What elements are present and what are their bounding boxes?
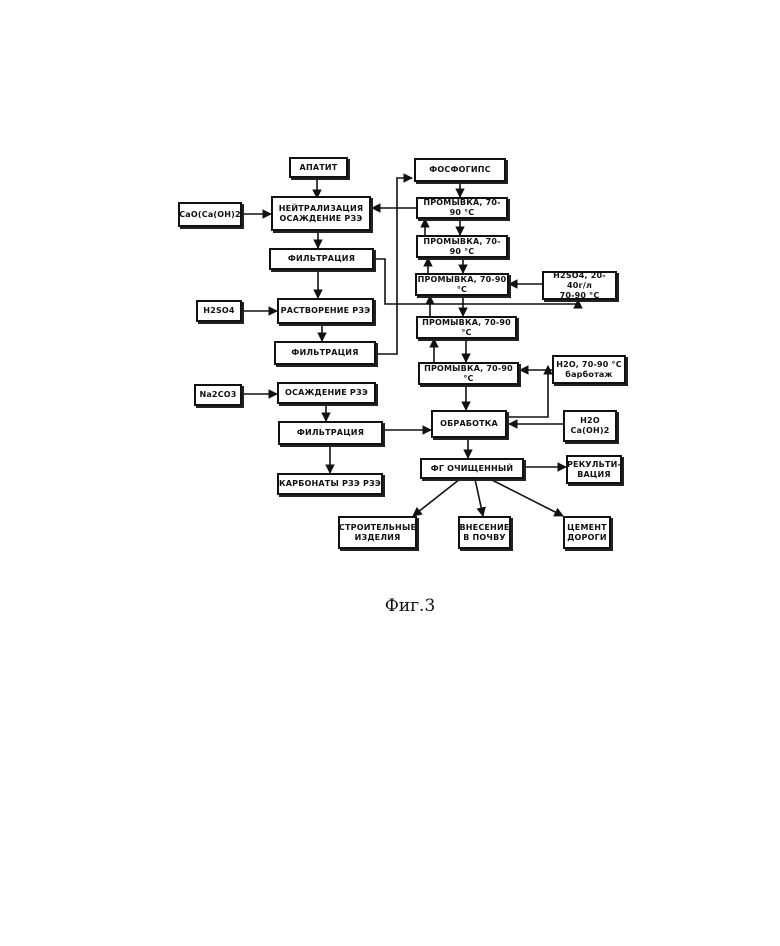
label-h2o-barbotazh: H2O, 70-90 °С барботаж [556,360,622,380]
box-apatit: АПАТИТ [289,157,348,178]
label-stroitelnye: СТРОИТЕЛЬНЫЕ ИЗДЕЛИЯ [339,523,416,543]
figure-caption: Фиг.3 [360,596,460,616]
box-neutralization: НЕЙТРАЛИЗАЦИЯ ОСАЖДЕНИЕ РЗЭ [271,196,371,231]
box-vnesenie: ВНЕСЕНИЕ В ПОЧВУ [458,516,511,549]
box-obrabotka: ОБРАБОТКА [431,410,507,438]
box-rekultivaciya: РЕКУЛЬТИ- ВАЦИЯ [566,455,622,484]
label-cement: ЦЕМЕНТ ДОРОГИ [567,523,607,543]
box-h2so4-left: H2SO4 [196,300,242,322]
label-osazhdenie: ОСАЖДЕНИЕ РЗЭ [285,388,368,398]
label-rekultivaciya: РЕКУЛЬТИ- ВАЦИЯ [567,460,621,480]
box-karbonaty: КАРБОНАТЫ РЗЭ РЗЭ [277,473,383,495]
label-obrabotka: ОБРАБОТКА [440,419,498,429]
box-filtration-3: ФИЛЬТРАЦИЯ [278,421,383,445]
label-vnesenie: ВНЕСЕНИЕ В ПОЧВУ [459,523,509,543]
box-cao: CaO(Ca(OH)2 [178,202,242,227]
label-promyvka-5: ПРОМЫВКА, 70-90 °С [420,364,517,384]
box-osazhdenie: ОСАЖДЕНИЕ РЗЭ [277,382,376,404]
label-apatit: АПАТИТ [300,163,338,173]
label-h2so4-right: H2SO4, 20-40г/л 70-90 °С [544,271,615,301]
label-na2co3: Na2CO3 [199,390,236,400]
label-filtration-1: ФИЛЬТРАЦИЯ [288,254,355,264]
box-rastvorenie: РАСТВОРЕНИЕ РЗЭ [277,298,374,324]
label-cao: CaO(Ca(OH)2 [179,210,241,220]
label-h2so4-left: H2SO4 [203,306,234,316]
label-rastvorenie: РАСТВОРЕНИЕ РЗЭ [281,306,371,316]
box-promyvka-2: ПРОМЫВКА, 70-90 °С [416,235,508,258]
label-fg-clean: ФГ ОЧИЩЕННЫЙ [431,464,514,474]
box-promyvka-3: ПРОМЫВКА, 70-90 °С [415,273,509,296]
label-karbonaty: КАРБОНАТЫ РЗЭ РЗЭ [279,479,381,489]
label-promyvka-3: ПРОМЫВКА, 70-90 °С [417,275,507,295]
box-promyvka-1: ПРОМЫВКА, 70-90 °С [416,197,508,219]
box-filtration-2: ФИЛЬТРАЦИЯ [274,341,376,365]
box-promyvka-5: ПРОМЫВКА, 70-90 °С [418,362,519,385]
box-h2o-caoh: H2O Ca(OH)2 [563,410,617,442]
label-h2o-caoh: H2O Ca(OH)2 [570,416,609,436]
label-promyvka-2: ПРОМЫВКА, 70-90 °С [418,237,506,257]
box-fosfogips: ФОСФОГИПС [414,158,506,182]
arrow-fgclean-stroit [413,479,460,516]
box-h2o-barbotazh: H2O, 70-90 °С барботаж [552,355,626,384]
label-fosfogips: ФОСФОГИПС [429,165,491,175]
box-fg-clean: ФГ ОЧИЩЕННЫЙ [420,458,524,479]
arrow-filtr2-fosfogips [376,178,412,354]
box-h2so4-right: H2SO4, 20-40г/л 70-90 °С [542,271,617,300]
label-filtration-2: ФИЛЬТРАЦИЯ [291,348,358,358]
box-stroitelnye: СТРОИТЕЛЬНЫЕ ИЗДЕЛИЯ [338,516,417,549]
arrow-fgclean-cement [490,479,563,516]
label-filtration-3: ФИЛЬТРАЦИЯ [297,428,364,438]
label-promyvka-4: ПРОМЫВКА, 70-90 °С [418,318,515,338]
label-neutralization: НЕЙТРАЛИЗАЦИЯ ОСАЖДЕНИЕ РЗЭ [279,204,363,224]
box-cement: ЦЕМЕНТ ДОРОГИ [563,516,611,549]
box-promyvka-4: ПРОМЫВКА, 70-90 °С [416,316,517,339]
box-filtration-1: ФИЛЬТРАЦИЯ [269,248,374,270]
box-na2co3: Na2CO3 [194,384,242,406]
label-promyvka-1: ПРОМЫВКА, 70-90 °С [418,198,506,218]
arrow-fgclean-vnesenie [475,479,483,516]
